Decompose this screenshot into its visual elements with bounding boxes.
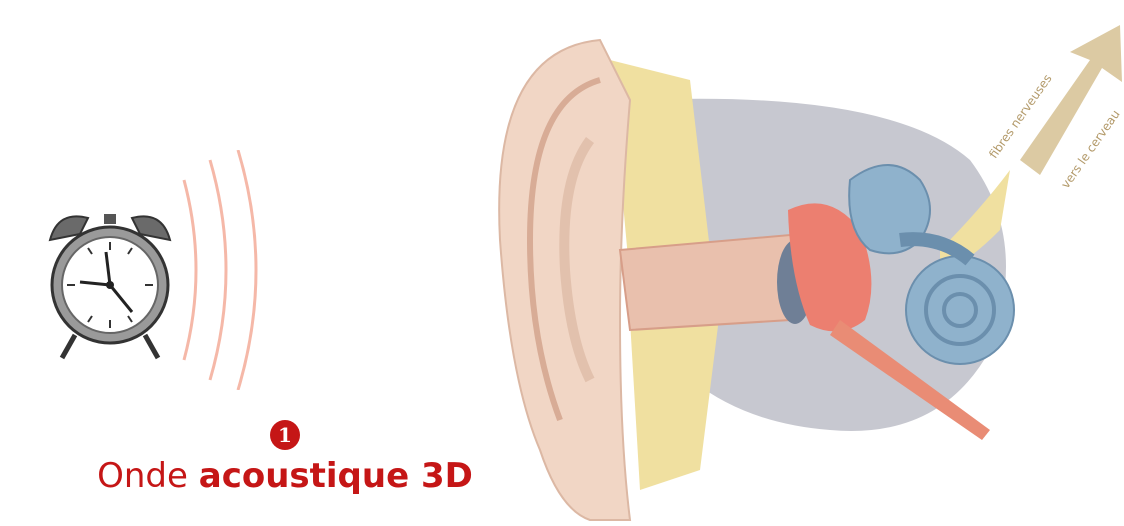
caption: 1 Onde acoustique 3D xyxy=(95,420,475,496)
wave-title: Onde acoustique 3D xyxy=(95,456,475,496)
step-number-badge: 1 xyxy=(270,420,300,450)
sound-waves xyxy=(170,150,280,390)
alarm-clock-icon xyxy=(40,200,180,370)
wave-title-light: Onde xyxy=(97,456,188,496)
wave-title-bold: acoustique 3D xyxy=(199,456,473,496)
